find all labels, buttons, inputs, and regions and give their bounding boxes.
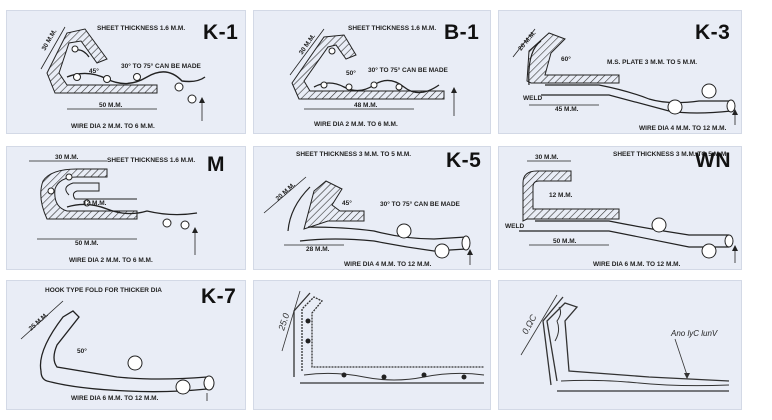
panel-sketch-1: 25.0 <box>253 280 491 410</box>
m-dim-50: 50 M.M. <box>75 240 99 247</box>
panel-wn: 30 M.M. 12 M.M. 50 M.M. SHEET THICKNESS … <box>498 146 742 270</box>
panel-k7: 25 M.M. 50° HOOK TYPE FOLD FOR THICKER D… <box>6 280 246 410</box>
k1-note-thickness: SHEET THICKNESS 1.6 M.M. <box>97 25 186 32</box>
k3-drawing: 20 M.M. 60° 45 M.M. <box>512 28 738 125</box>
b1-note-wire: WIRE DIA 2 M.M. TO 6 M.M. <box>314 121 398 128</box>
b1-dim-48: 48 M.M. <box>354 102 378 109</box>
wn-dim-50: 50 M.M. <box>553 238 577 245</box>
wn-label: WN <box>695 149 731 172</box>
k7-label: K-7 <box>201 285 237 308</box>
sketch-2-dim: 0.ΩC <box>520 312 539 336</box>
k7-drawing: 25 M.M. 50° <box>20 300 215 401</box>
k1-drawing: 30 M.M. 45° 50 M.M. <box>40 26 206 121</box>
k5-note-wire: WIRE DIA 4 M.M. TO 12 M.M. <box>344 261 432 268</box>
wn-dim-12: 12 M.M. <box>549 192 573 199</box>
k1-note-angle: 30° TO 75° CAN BE MADE <box>121 63 201 70</box>
m-dim-30: 30 M.M. <box>55 154 79 161</box>
k5-note-thickness: SHEET THICKNESS 3 M.M. TO 5 M.M. <box>296 151 412 158</box>
k3-dim-angle: 60° <box>561 55 571 63</box>
k7-dim-angle: 50° <box>77 347 87 355</box>
sketch-2-drawing: 0.ΩC <box>520 294 730 392</box>
wn-note-thickness: SHEET THICKNESS 3 M.M. TO 5 M.M. <box>613 151 729 158</box>
k5-dim-angle: 45° <box>342 199 352 207</box>
k7-note-wire: WIRE DIA 6 M.M. TO 12 M.M. <box>71 395 159 402</box>
b1-label: B-1 <box>444 21 480 44</box>
k5-dim-20: 20 M.M. <box>275 181 297 202</box>
k1-dim-angle: 45° <box>89 67 99 75</box>
k1-label: K-1 <box>203 21 239 44</box>
panel-sketch-2: 0.ΩC Ano lyC lunV <box>498 280 742 410</box>
b1-note-thickness: SHEET THICKNESS 1.6 M.M. <box>348 25 437 32</box>
m-drawing: 30 M.M. 12 M.M. 50 M.M. <box>29 154 198 255</box>
panel-k5: 20 M.M. 45° 28 M.M. SHEET THICKNESS 3 M.… <box>253 146 491 270</box>
panel-k3: 20 M.M. 60° 45 M.M. M.S. PLATE 3 M.M. TO… <box>498 10 742 134</box>
k3-label: K-3 <box>695 21 731 44</box>
k1-dim-50: 50 M.M. <box>99 102 123 109</box>
panel-m: 30 M.M. 12 M.M. 50 M.M. SHEET THICKNESS … <box>6 146 246 270</box>
k5-dim-28: 28 M.M. <box>306 246 330 253</box>
k3-note-plate: M.S. PLATE 3 M.M. TO 5 M.M. <box>607 59 698 66</box>
m-dim-12: 12 M.M. <box>83 200 107 207</box>
k1-note-wire: WIRE DIA 2 M.M. TO 6 M.M. <box>71 123 155 130</box>
k3-note-weld: WELD <box>523 95 543 102</box>
b1-note-angle: 30° TO 75° CAN BE MADE <box>368 67 448 74</box>
m-note-wire: WIRE DIA 2 M.M. TO 6 M.M. <box>69 257 153 264</box>
k7-note-hook: HOOK TYPE FOLD FOR THICKER DIA <box>45 287 162 294</box>
b1-drawing: 30 M.M. 50° 48 M.M. <box>289 28 457 116</box>
panel-b1: 30 M.M. 50° 48 M.M. SHEET THICKNESS 1.6 … <box>253 10 491 134</box>
sketch-1-dim: 25.0 <box>276 312 291 333</box>
k3-dim-45: 45 M.M. <box>555 106 579 113</box>
k5-note-angle: 30° TO 75° CAN BE MADE <box>380 201 460 208</box>
k7-dim-25: 25 M.M. <box>28 311 50 332</box>
wn-note-weld: WELD <box>505 223 525 230</box>
wn-dim-30: 30 M.M. <box>535 154 559 161</box>
k5-drawing: 20 M.M. 45° 28 M.M. <box>263 176 473 265</box>
sketch-1-drawing: 25.0 <box>276 290 485 384</box>
m-note-thickness: SHEET THICKNESS 1.6 M.M. <box>107 157 196 164</box>
k5-label: K-5 <box>446 149 482 172</box>
m-label: M <box>207 153 225 176</box>
sketch-2-note: Ano lyC lunV <box>671 329 718 338</box>
k1-dim-30: 30 M.M. <box>41 28 59 52</box>
b1-dim-angle: 50° <box>346 69 356 77</box>
k3-note-wire: WIRE DIA 4 M.M. TO 12 M.M. <box>639 125 727 132</box>
wn-note-wire: WIRE DIA 6 M.M. TO 12 M.M. <box>593 261 681 268</box>
panel-k1: 30 M.M. 45° 50 M.M. SHEET THICKNESS 1.6 … <box>6 10 246 134</box>
wn-drawing: 30 M.M. 12 M.M. 50 M.M. <box>519 154 738 263</box>
